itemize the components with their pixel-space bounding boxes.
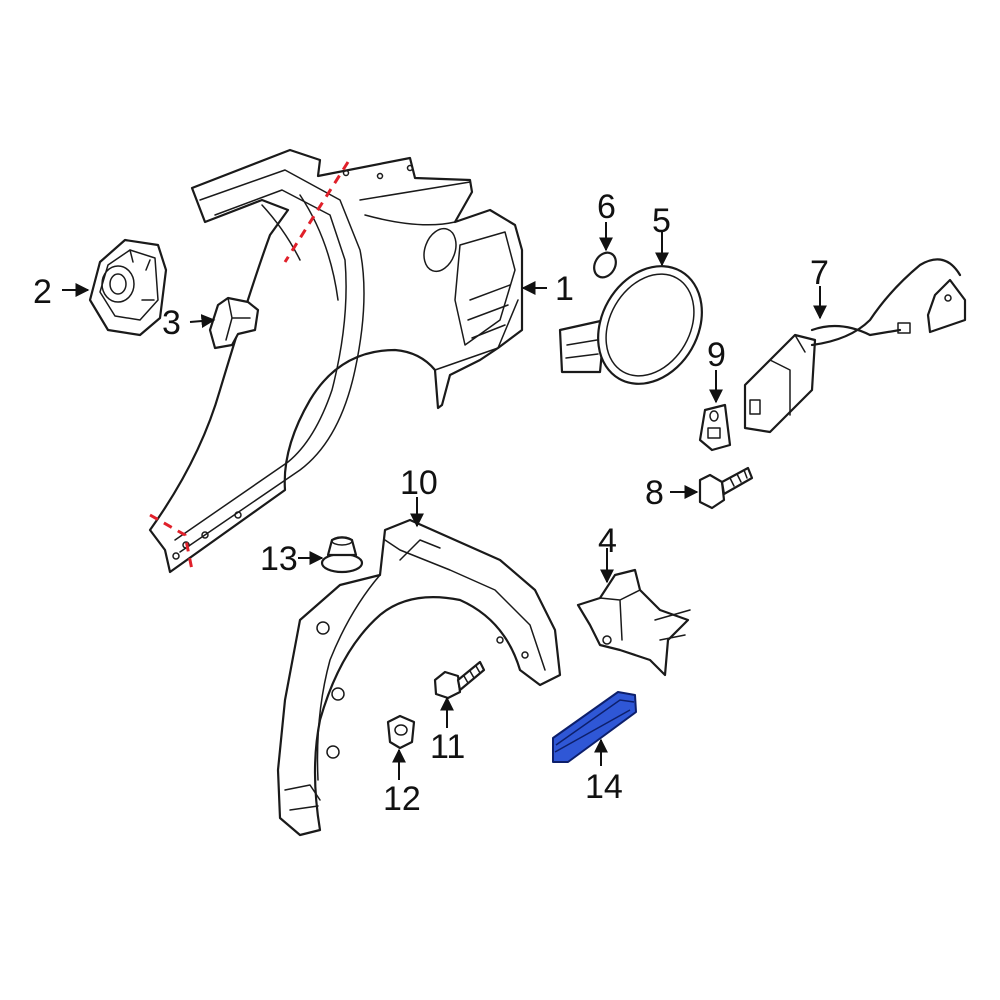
screw-11[interactable] [433, 660, 486, 700]
clip-12[interactable] [386, 714, 416, 750]
label-9: 9 [707, 336, 726, 374]
label-5: 5 [652, 202, 671, 240]
splash-bracket[interactable] [576, 568, 691, 677]
label-13: 13 [260, 540, 298, 578]
fuel-door-bracket[interactable] [208, 296, 260, 350]
fuel-door-seal[interactable] [590, 249, 620, 282]
moulding-body[interactable] [552, 691, 637, 763]
fuel-door-actuator[interactable] [743, 258, 967, 434]
cut-line-upper [283, 161, 350, 263]
label-11: 11 [430, 728, 465, 766]
label-3: 3 [162, 304, 181, 342]
fuel-filler-housing[interactable] [88, 238, 168, 337]
quarter-panel[interactable] [148, 148, 524, 574]
label-1: 1 [555, 270, 574, 308]
label-7: 7 [810, 254, 829, 292]
label-2: 2 [33, 273, 52, 311]
label-12: 12 [383, 780, 421, 818]
label-10: 10 [400, 464, 438, 502]
highlighted-moulding[interactable] [552, 691, 637, 763]
label-4: 4 [598, 522, 617, 560]
fuel-door[interactable] [558, 247, 723, 402]
plug-13[interactable] [320, 536, 364, 574]
cut-line-lower [149, 513, 194, 571]
label-14: 14 [585, 768, 623, 806]
callout-labels: 1 2 3 4 5 6 7 8 9 10 11 12 13 14 [33, 188, 829, 818]
wheel-house-liner[interactable] [276, 518, 562, 837]
label-8: 8 [645, 474, 664, 512]
fuel-door-latch[interactable] [698, 403, 732, 452]
callout-arrows [62, 222, 827, 780]
label-6: 6 [597, 188, 616, 226]
bolt-8[interactable] [698, 466, 754, 510]
